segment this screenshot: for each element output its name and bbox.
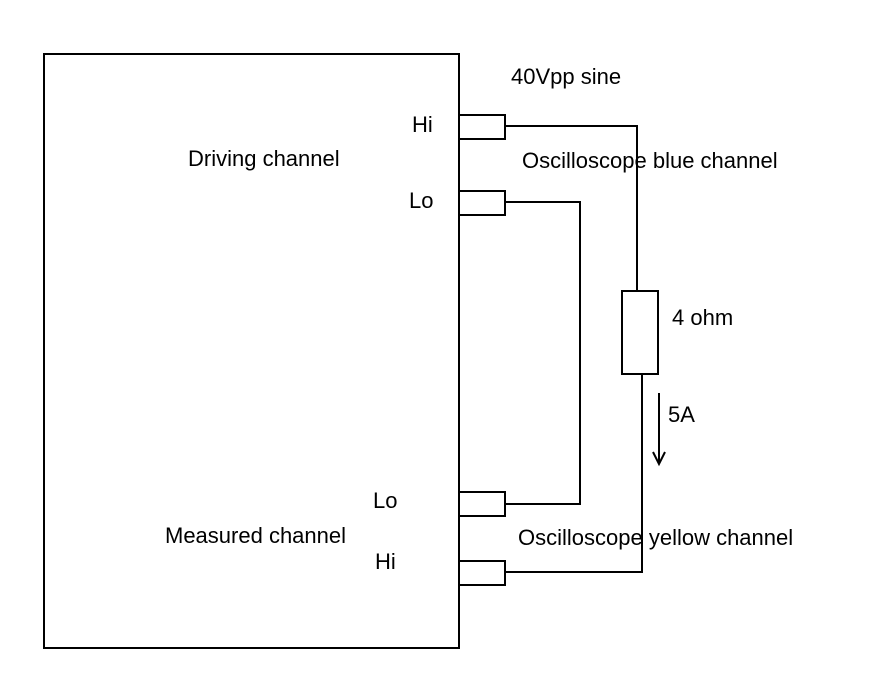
measured-channel-label: Measured channel (165, 523, 346, 548)
scope-blue-label: Oscilloscope blue channel (522, 148, 778, 173)
terminal-drive-lo (458, 190, 506, 216)
meas-hi-label: Hi (375, 549, 396, 574)
current-label: 5A (668, 402, 695, 427)
source-label: 40Vpp sine (511, 64, 621, 89)
resistor-label: 4 ohm (672, 305, 733, 330)
scope-yellow-label: Oscilloscope yellow channel (518, 525, 793, 550)
wire-resistor-to-meas-hi (505, 374, 643, 573)
wire-lo-loop (505, 201, 581, 505)
terminal-drive-hi (458, 114, 506, 140)
meas-lo-label: Lo (373, 488, 397, 513)
terminal-meas-hi (458, 560, 506, 586)
wire-hi-to-resistor (505, 125, 638, 291)
current-arrow-head (652, 451, 666, 467)
drive-hi-label: Hi (412, 112, 433, 137)
resistor (621, 290, 659, 375)
driving-channel-label: Driving channel (188, 146, 340, 171)
instrument-box (43, 53, 460, 649)
terminal-meas-lo (458, 491, 506, 517)
drive-lo-label: Lo (409, 188, 433, 213)
